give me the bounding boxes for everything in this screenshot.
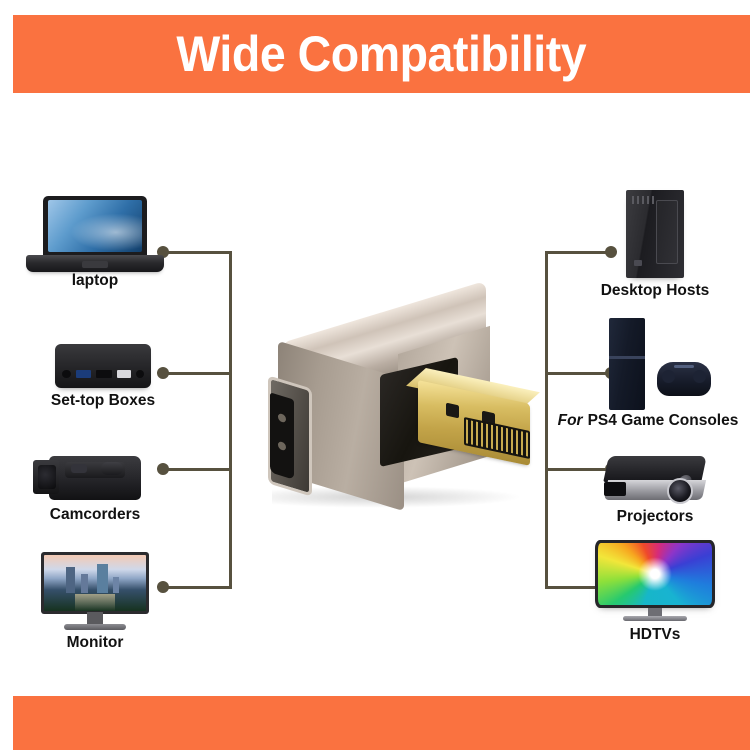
monitor-wallpaper-building	[97, 563, 109, 594]
camcorder-grip	[71, 464, 87, 473]
set-top-box-body	[55, 344, 151, 388]
monitor-icon	[20, 550, 170, 634]
camcorder-top-handle	[65, 462, 125, 478]
game-controller	[657, 362, 711, 396]
footer-banner	[13, 696, 750, 750]
port-power	[136, 370, 145, 378]
monitor-wallpaper-road	[74, 594, 116, 611]
device-label-camcorders: Camcorders	[49, 506, 141, 523]
device-item-desktop-hosts: Desktop Hosts	[560, 190, 750, 299]
monitor-stand-neck	[87, 612, 103, 626]
desktop-tower-power-led	[634, 260, 642, 266]
monitor-wallpaper-building	[113, 577, 120, 594]
camcorder-microphone	[101, 462, 123, 475]
laptop-display	[48, 200, 142, 252]
desktop-tower-case	[626, 190, 684, 278]
right-branch-4	[545, 586, 611, 589]
game-console-disc-slot	[609, 356, 645, 359]
left-branch-dot-4	[157, 581, 169, 593]
device-label-monitor: Monitor	[66, 634, 124, 651]
port-lan	[117, 370, 132, 378]
device-item-projectors: Projectors	[560, 440, 750, 525]
port-audio	[62, 370, 71, 378]
projector-top-shell	[603, 456, 707, 488]
monitor-wallpaper-building	[80, 574, 88, 594]
adapter-connector-notch	[446, 402, 459, 419]
set-top-box-ports	[62, 369, 145, 379]
projector-icon	[580, 440, 730, 508]
device-label-desktop-hosts: Desktop Hosts	[600, 282, 710, 299]
adapter-female-pin	[278, 412, 286, 424]
monitor-stand-base	[64, 624, 126, 630]
header-banner: Wide Compatibility	[13, 15, 750, 93]
set-top-box-icon	[38, 330, 168, 392]
port-hdmi	[95, 370, 113, 378]
device-item-monitor: Monitor	[0, 550, 190, 651]
laptop-icon	[20, 196, 170, 272]
hdtv-stand-base	[623, 616, 687, 621]
monitor-wallpaper-building	[66, 567, 76, 594]
device-item-hdtvs: HDTVs	[560, 540, 750, 643]
device-item-laptop: laptop	[0, 196, 190, 289]
adapter-female-pin	[278, 440, 286, 452]
device-label-main: PS4 Game Consoles	[587, 412, 739, 429]
laptop-base	[26, 255, 164, 272]
game-console-body	[609, 318, 645, 410]
hdtv-stand-neck	[648, 608, 662, 617]
camcorder-body	[33, 456, 141, 500]
device-label-hdtvs: HDTVs	[629, 626, 681, 643]
camcorder-lens	[38, 465, 56, 489]
monitor-screen	[41, 552, 149, 614]
projector-lens	[667, 478, 693, 504]
desktop-tower-vents	[632, 196, 654, 204]
laptop-screen	[43, 196, 147, 258]
left-branch-dot-2	[157, 367, 169, 379]
monitor-display	[44, 555, 146, 611]
adapter-female-displayport	[270, 392, 294, 480]
hdtv-display	[598, 543, 712, 605]
hdtv-screen	[595, 540, 715, 608]
right-bracket-spine	[545, 252, 548, 589]
camcorder-icon	[20, 434, 170, 506]
left-branch-3	[166, 468, 232, 471]
device-label-set-top-boxes: Set-top Boxes	[50, 392, 156, 409]
left-bracket-spine	[229, 252, 232, 589]
game-console-icon	[573, 318, 723, 412]
right-branch-3	[545, 468, 611, 471]
hdtv-icon	[580, 540, 730, 626]
left-branch-2	[166, 372, 232, 375]
port-usb	[75, 370, 91, 378]
left-branch-1	[166, 251, 232, 254]
page-title: Wide Compatibility	[176, 26, 587, 82]
device-label-laptop: laptop	[71, 272, 119, 289]
laptop-trackpad	[82, 261, 108, 268]
desktop-tower-side-panel	[656, 200, 678, 264]
projector-vent-grill	[604, 482, 626, 496]
product-image-displayport-adapter	[258, 280, 554, 530]
desktop-tower-icon	[580, 190, 730, 282]
device-label-projectors: Projectors	[616, 508, 694, 525]
device-item-set-top-boxes: Set-top Boxes	[8, 330, 198, 409]
left-branch-4	[166, 586, 232, 589]
right-branch-1	[545, 251, 611, 254]
right-branch-dot-1	[605, 246, 617, 258]
device-label-prefix: For	[557, 412, 583, 429]
device-item-camcorders: Camcorders	[0, 434, 190, 523]
left-branch-dot-3	[157, 463, 169, 475]
game-controller-lightbar	[674, 365, 694, 368]
right-branch-2	[545, 372, 611, 375]
